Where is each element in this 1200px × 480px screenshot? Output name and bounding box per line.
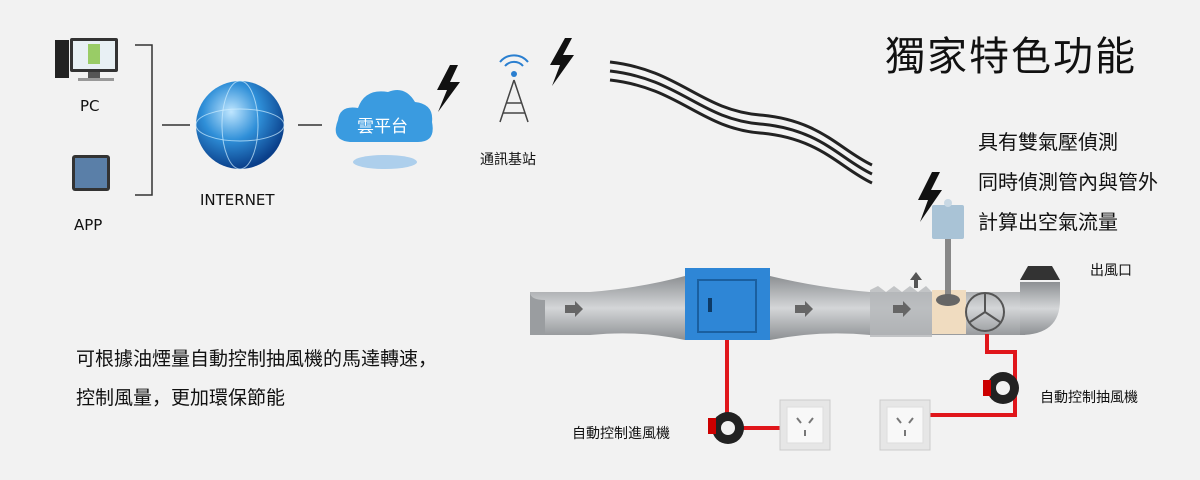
exhaust-current-clamp [983,372,1019,404]
station-label: 通訊基站 [480,152,536,168]
feature-list: 具有雙氣壓偵測 同時偵測管內與管外 計算出空氣流量 [978,122,1158,242]
description-line: 可根據油煙量自動控制抽風機的馬達轉速， [76,348,438,370]
outlet-label: 出風口 [1090,263,1132,279]
wires [725,334,1017,430]
globe-icon [195,80,285,170]
pressure-sensor [932,199,964,306]
intake-control-label: 自動控制進風機 [572,426,670,442]
feature-item: 計算出空氣流量 [978,210,1118,234]
description-line: 控制風量，更加環保節能 [76,387,286,409]
internet-label: INTERNET [200,191,275,209]
cloud-icon [335,89,433,169]
app-label: APP [74,216,103,234]
duct [530,266,1060,340]
intake-current-clamp [708,412,744,444]
cloud-label: 雲平台 [357,117,408,137]
lightning-icon [918,172,942,222]
lightning-icon [437,65,460,112]
feature-item: 具有雙氣壓偵測 [978,130,1118,154]
feature-item: 同時偵測管內與管外 [978,170,1158,194]
exhaust-control-label: 自動控制抽風機 [1040,390,1138,406]
bracket [135,44,153,196]
wall-socket [879,399,931,451]
lightning-icon [550,38,574,86]
description: 可根據油煙量自動控制抽風機的馬達轉速， 控制風量，更加環保節能 [76,340,437,418]
pc-label: PC [80,97,100,115]
pc-icon [55,38,118,81]
wall-socket [779,399,831,451]
page-title: 獨家特色功能 [885,34,1137,80]
filter-box [685,268,770,340]
tablet-icon [72,155,110,191]
wireless-signal-waves [609,60,873,185]
cell-tower-icon [499,54,529,123]
